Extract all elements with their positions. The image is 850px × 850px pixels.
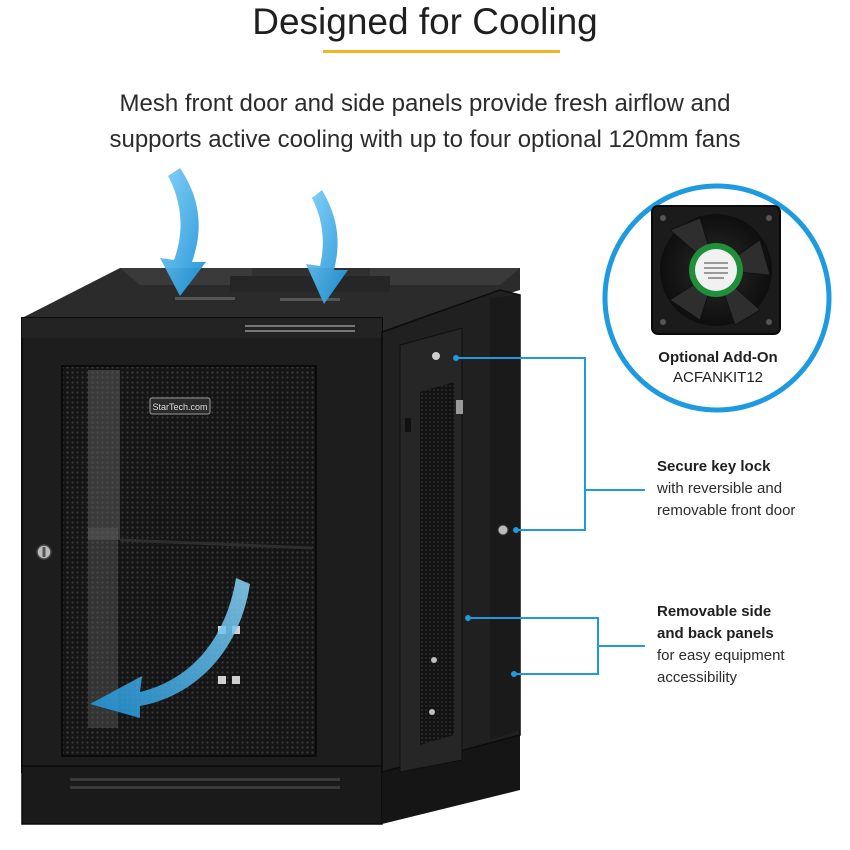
callout-panels: Removable side and back panels for easy … <box>657 601 785 689</box>
fan-icon <box>602 183 832 413</box>
key-lock-icon <box>36 544 52 560</box>
side-panel <box>381 289 521 773</box>
curved-arrow-icon <box>90 578 250 718</box>
subtitle-line-2: supports active cooling with up to four … <box>109 126 741 153</box>
callout-panels-line1: for easy equipment <box>657 647 785 664</box>
fan-addon-title: Optional Add-On <box>658 349 778 366</box>
curved-arrow-icon <box>160 168 206 296</box>
brand-badge-text: StarTech.com <box>152 402 207 412</box>
callout-key-lock-title: Secure key lock <box>657 458 771 475</box>
callout-lines <box>456 357 645 675</box>
callout-dots <box>453 355 519 677</box>
callout-panels-line2: accessibility <box>657 669 738 686</box>
subtitle-line-1: Mesh front door and side panels provide … <box>119 90 731 117</box>
cabinet-base <box>21 735 520 825</box>
brand-badge: StarTech.com <box>149 397 211 415</box>
callout-panels-title1: Removable side <box>657 603 772 620</box>
curved-arrow-icon <box>306 190 348 304</box>
callout-key-lock: Secure key lock with reversible and remo… <box>657 456 795 522</box>
title-underline <box>323 50 560 53</box>
callout-key-lock-line2: removable front door <box>657 502 796 519</box>
callout-key-lock-line1: with reversible and <box>657 480 783 497</box>
fan-addon-label: Optional Add-On ACFANKIT12 <box>608 348 828 388</box>
fan-addon-sku: ACFANKIT12 <box>672 369 764 386</box>
airflow-arrows <box>90 168 348 718</box>
page-subtitle: Mesh front door and side panels provide … <box>0 86 850 158</box>
page-title: Designed for Cooling <box>252 1 598 42</box>
front-door <box>21 317 383 773</box>
callout-panels-title2: and back panels <box>657 625 774 642</box>
